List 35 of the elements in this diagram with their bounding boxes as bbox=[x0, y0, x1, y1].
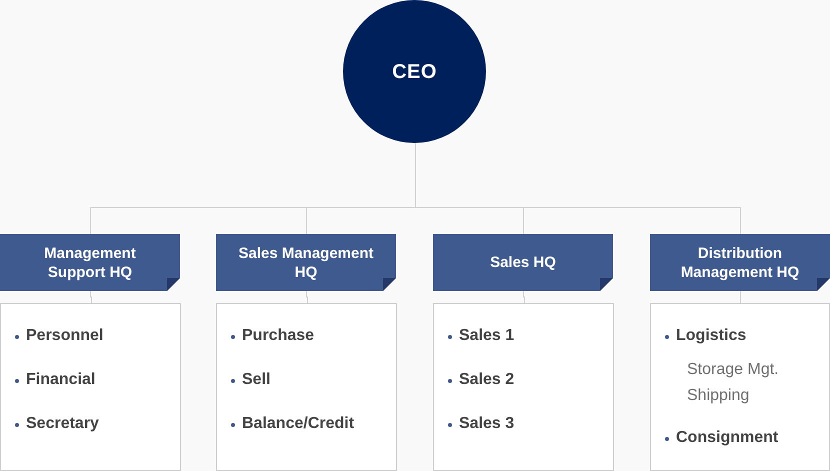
department-title: Sales HQ bbox=[490, 253, 556, 272]
connector-line bbox=[90, 207, 91, 234]
sub-item-text: Shipping bbox=[687, 386, 750, 406]
list-item-text: Balance/Credit bbox=[242, 414, 354, 434]
list-item-text: Purchase bbox=[242, 326, 314, 346]
division-list-box bbox=[216, 303, 397, 471]
list-item-text: Sell bbox=[242, 370, 270, 390]
department-title: Management Support HQ bbox=[43, 244, 137, 282]
department-banner bbox=[650, 234, 830, 291]
connector-line bbox=[306, 207, 307, 234]
list-item-text: Sales 3 bbox=[459, 414, 514, 434]
department-banner bbox=[0, 234, 180, 291]
sub-item-text: Storage Mgt. bbox=[687, 360, 779, 380]
department-banner bbox=[433, 234, 613, 291]
connector-line bbox=[306, 290, 308, 304]
department-title: Sales Management HQ bbox=[237, 244, 375, 282]
list-item-text: Secretary bbox=[26, 414, 99, 434]
connector-line bbox=[90, 142, 742, 208]
division-list-box bbox=[433, 303, 614, 471]
division-list-box bbox=[650, 303, 830, 471]
connector-line bbox=[90, 290, 92, 304]
connector-line bbox=[523, 207, 524, 234]
division-list-box bbox=[0, 303, 181, 471]
connector-line bbox=[740, 290, 741, 304]
connector-line bbox=[740, 207, 741, 234]
list-item-text: Financial bbox=[26, 370, 96, 390]
list-item-text: Personnel bbox=[26, 326, 104, 346]
list-item-text: Sales 2 bbox=[459, 370, 514, 390]
list-item-text: Consignment bbox=[676, 428, 778, 448]
node-label: CEO bbox=[392, 60, 437, 84]
list-item-text: Logistics bbox=[676, 326, 746, 346]
connector-line bbox=[523, 290, 525, 304]
list-item-text: Sales 1 bbox=[459, 326, 514, 346]
department-banner bbox=[216, 234, 396, 291]
department-title: Distribution Management HQ bbox=[680, 244, 800, 282]
